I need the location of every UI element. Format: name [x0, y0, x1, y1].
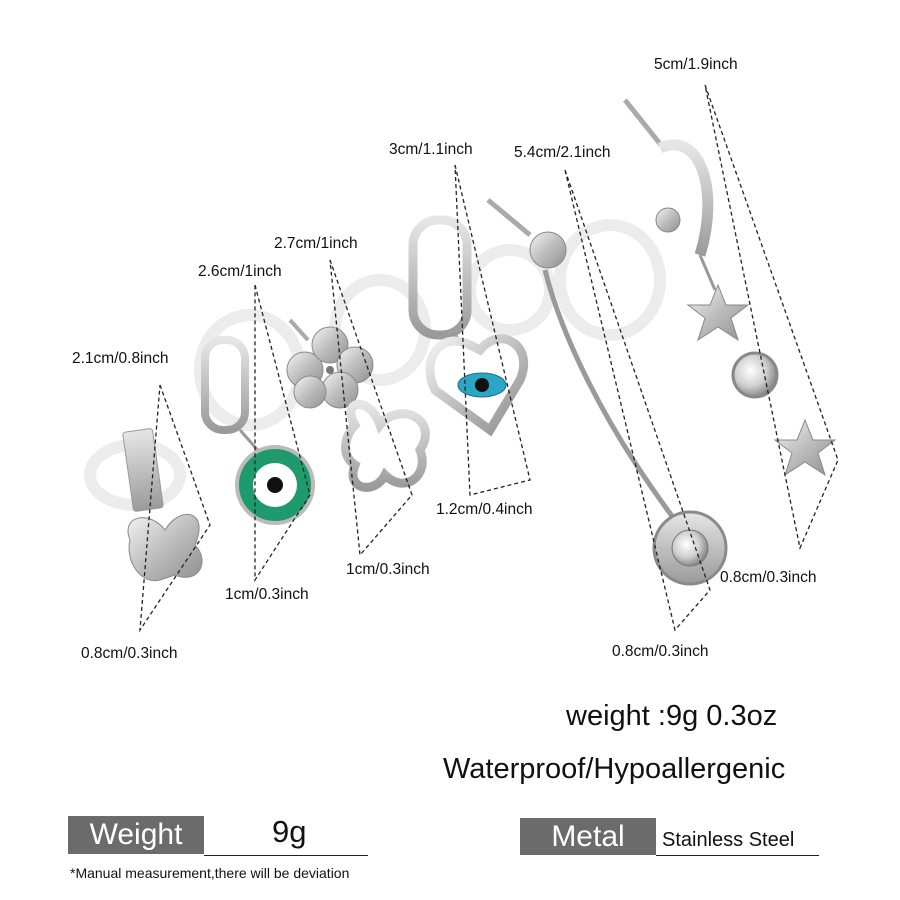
item3-width-label: 1cm/0.3inch	[346, 561, 430, 578]
item3-length-label: 2.7cm/1inch	[274, 235, 358, 252]
earring-bar-butterfly	[122, 428, 203, 582]
measurement-guides	[139, 84, 839, 633]
item5-width-label: 0.8cm/0.3inch	[612, 643, 709, 660]
earring-evil-eye-green	[201, 336, 315, 525]
measurement-footnote: *Manual measurement,there will be deviat…	[70, 865, 350, 881]
item2-width-label: 1cm/0.3inch	[225, 586, 309, 603]
item6-width-label: 0.8cm/0.3inch	[720, 569, 817, 586]
earring-long-chain-crystal	[486, 198, 728, 586]
item6-length-label: 5cm/1.9inch	[654, 56, 738, 73]
features-info-line: Waterproof/Hypoallergenic	[443, 753, 786, 785]
item2-length-label: 2.6cm/1inch	[198, 263, 282, 280]
earring-star-crystal-drop	[623, 98, 837, 477]
metal-spec-value: Stainless Steel	[662, 829, 795, 851]
metal-spec-underline	[656, 855, 819, 856]
shadows	[84, 219, 666, 511]
weight-info-line: weight :9g 0.3oz	[566, 700, 778, 732]
weight-spec-underline	[204, 855, 368, 856]
item1-width-label: 0.8cm/0.3inch	[81, 645, 178, 662]
earring-heart-evil-eye	[408, 215, 529, 437]
item1-length-label: 2.1cm/0.8inch	[72, 350, 169, 367]
item5-length-label: 5.4cm/2.1inch	[514, 144, 611, 161]
item4-width-label: 1.2cm/0.4inch	[436, 501, 533, 518]
item4-length-label: 3cm/1.1inch	[389, 141, 473, 158]
weight-spec-label: Weight	[68, 816, 204, 854]
metal-spec-label: Metal	[520, 818, 656, 855]
weight-spec-value: 9g	[272, 814, 307, 849]
